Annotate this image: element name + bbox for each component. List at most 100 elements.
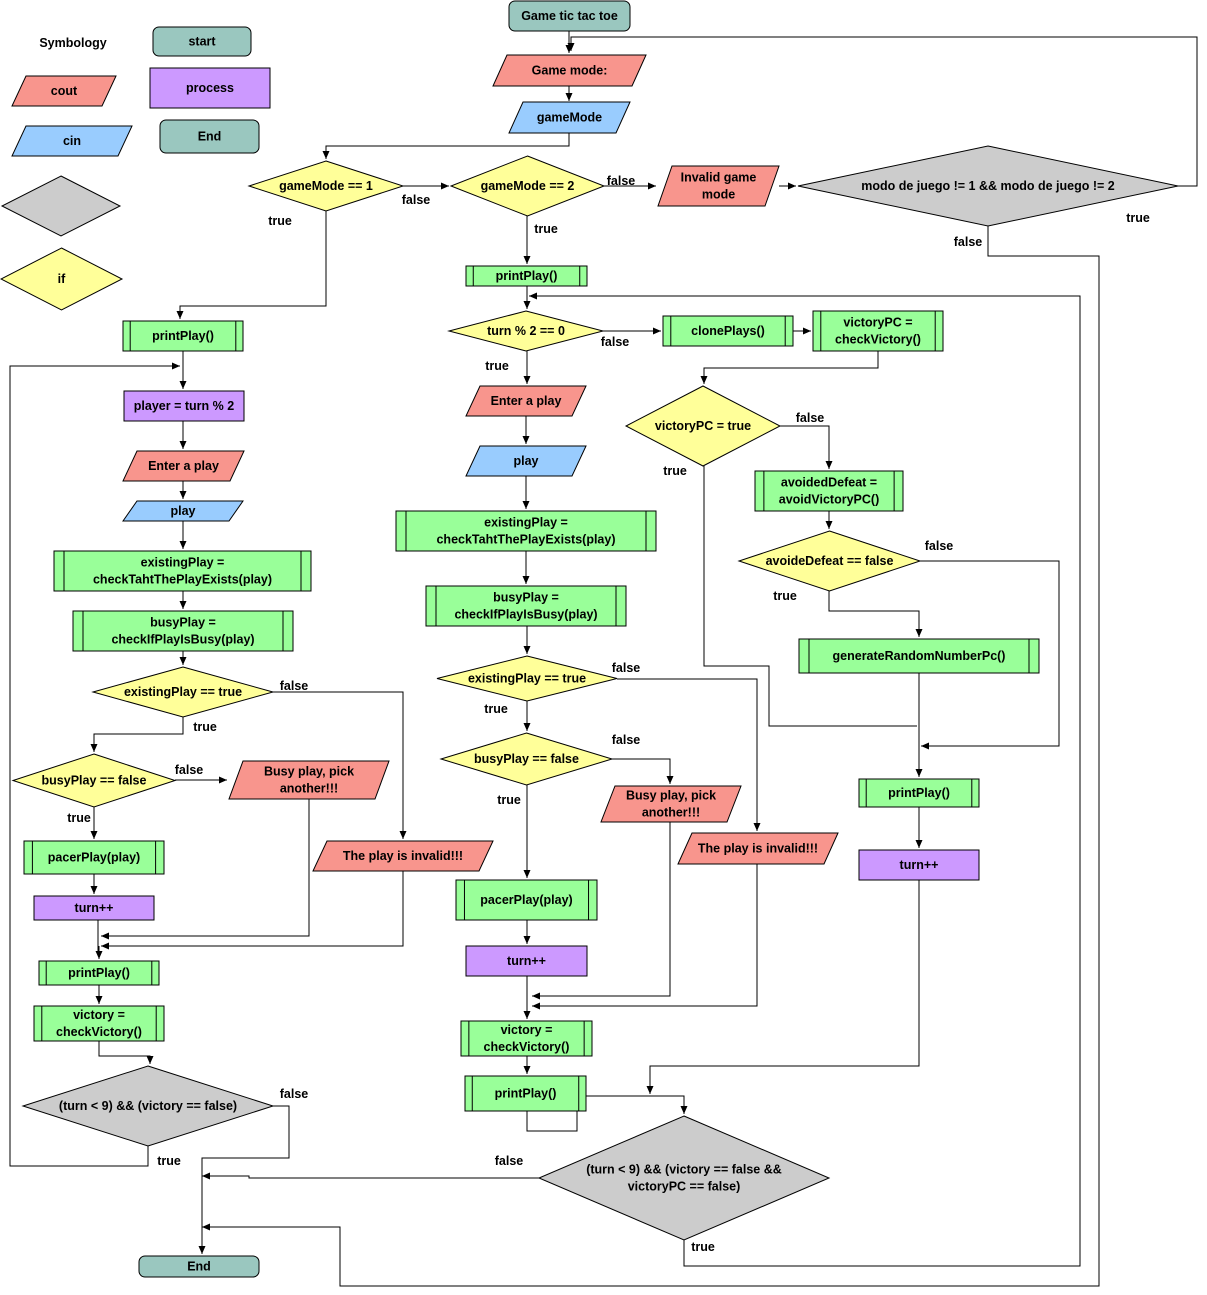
connector-9 (176, 211, 327, 319)
invalid-mode-output-text: Invalid game (681, 171, 757, 185)
left-player-assign-text: player = turn % 2 (134, 399, 234, 413)
left-print-play-2: printPlay() (38, 960, 160, 986)
mid-busy-decision: busyPlay == false (439, 732, 614, 786)
game-mode-output: Game mode: (492, 54, 647, 87)
left-busy-decision-text: busyPlay == false (42, 774, 147, 788)
connector-18 (920, 560, 1060, 750)
legend-if-text: if (58, 272, 66, 286)
mode-loop-condition-text: modo de juego != 1 && modo de juego != 2 (861, 179, 1115, 193)
#cccccc (0, 175, 122, 237)
mid-play-input-text: play (513, 454, 538, 468)
connector-37 (526, 1095, 688, 1132)
legend-process: process (149, 67, 271, 109)
mid-enter-play-text: Enter a play (491, 394, 562, 408)
edge-label-mode-loop-false: false (954, 235, 983, 249)
pc-print-play-text: printPlay() (888, 786, 950, 800)
legend-process-text: process (186, 81, 234, 95)
left-turn-increment: turn++ (33, 895, 155, 921)
edge-label-r-victory-if-false: false (796, 411, 825, 425)
left-invalid-message: The play is invalid!!! (312, 840, 494, 872)
edge-label-m-loop-false: false (495, 1154, 524, 1168)
connector-7 (567, 36, 1198, 187)
left-existing-decision: existingPlay == true (91, 666, 275, 718)
connector-56 (98, 1041, 154, 1064)
mid-print-play-text: printPlay() (496, 269, 558, 283)
game-mode-output-text: Game mode: (532, 64, 608, 78)
legend-end-text: End (198, 130, 222, 144)
connector-19 (828, 591, 923, 637)
connector-51 (94, 919, 99, 955)
mid-loop-condition-text: (turn < 9) && (victory == false && (586, 1163, 782, 1177)
left-victory-check: victory =checkVictory() (33, 1005, 165, 1042)
legend-cin-text: cin (63, 134, 81, 148)
edge-label-r-victory-if-true: true (663, 464, 687, 478)
connector-53 (101, 871, 404, 950)
pc-victory-decision-text: victoryPC = true (655, 419, 751, 433)
left-busy-play-text: checkIfPlayIsBusy(play) (111, 633, 254, 647)
edge-label-mode-loop-true: true (1126, 211, 1150, 225)
edge-label-gm1-true: true (268, 214, 292, 228)
mid-busy-play-text: checkIfPlayIsBusy(play) (454, 608, 597, 622)
connector-15 (780, 425, 833, 469)
pc-turn-increment-text: turn++ (900, 858, 939, 872)
legend-start-text: start (188, 35, 216, 49)
game-mode-input-text: gameMode (537, 111, 602, 125)
connector-57 (9, 362, 180, 1167)
end-terminator: End (138, 1255, 260, 1278)
connector-39 (529, 292, 1081, 1267)
left-existing-decision-text: existingPlay == true (124, 685, 242, 699)
left-busy-decision: busyPlay == false (11, 753, 177, 808)
left-existing-play-text: checkTahtThePlayExists(play) (93, 573, 272, 587)
edge-label-l-exist-false: false (280, 679, 309, 693)
edge-label-l-busy-true: true (67, 811, 91, 825)
connector-58 (198, 1105, 290, 1254)
edge-labels: true false false true true false true false true… (67, 174, 1150, 1254)
mid-busy-message: Busy play, pick another!!! (600, 785, 742, 823)
left-existing-play-text: existingPlay = (141, 556, 225, 570)
edge-label-turn-if-true: true (485, 359, 509, 373)
edge-label-l-exist-true: true (193, 720, 217, 734)
left-victory-check-text: checkVictory() (56, 1025, 142, 1039)
mid-invalid-message-text: The play is invalid!!! (698, 842, 818, 856)
mid-turn-decision-text: turn % 2 == 0 (487, 324, 565, 338)
connector-14 (700, 351, 879, 384)
pc-victory-check-text: victoryPC = (843, 316, 912, 330)
left-play-input: play (122, 500, 244, 522)
gamemode-2-decision: gameMode == 2 (449, 155, 606, 217)
legend-start: start (152, 26, 252, 57)
pc-avoid-defeat-text: avoidedDefeat = (781, 476, 877, 490)
left-turn-increment-text: turn++ (75, 901, 114, 915)
mid-existing-play: existingPlay =checkTahtThePlayExists(pla… (395, 510, 657, 552)
left-loop-condition-text: (turn < 9) && (victory == false) (59, 1099, 237, 1113)
connector-47 (90, 717, 184, 752)
left-busy-play: busyPlay =checkIfPlayIsBusy(play) (72, 610, 294, 652)
mid-turn-increment: turn++ (465, 945, 588, 977)
pc-avoid-decision: avoideDefeat == false (737, 530, 922, 592)
pc-clone-plays: clonePlays() (662, 315, 794, 347)
mid-busy-message-text: another!!! (642, 806, 700, 820)
connector-52 (101, 799, 310, 940)
mid-victory-check-text: checkVictory() (484, 1040, 570, 1054)
mid-pacer-play-text: pacerPlay(play) (480, 893, 572, 907)
connector-8 (202, 226, 1100, 1287)
connector-22 (646, 880, 920, 1094)
start-terminator: Game tic tac toe (508, 0, 631, 32)
edge-label-r-avoid-if-true: true (773, 589, 797, 603)
legend-title: Symbology (39, 36, 106, 50)
pc-avoid-defeat: avoidedDefeat =avoidVictoryPC() (754, 470, 904, 512)
mid-existing-play-text: existingPlay = (484, 516, 568, 530)
left-pacer-play: pacerPlay(play) (23, 840, 165, 875)
mid-existing-decision: existingPlay == true (436, 655, 618, 702)
edge-label-gm2-true: true (534, 222, 558, 236)
mid-enter-play: Enter a play (465, 385, 587, 417)
left-invalid-message-text: The play is invalid!!! (343, 849, 463, 863)
left-existing-play: existingPlay = checkTahtThePlayExists(pla… (53, 550, 312, 592)
edge-label-m-loop-true: true (691, 1240, 715, 1254)
mid-busy-message-text: Busy play, pick (626, 789, 716, 803)
legend-end: End (159, 119, 260, 154)
left-enter-play: Enter a play (122, 450, 245, 482)
mid-busy-play: busyPlay =checkIfPlayIsBusy(play) (425, 585, 627, 627)
mid-pacer-play: pacerPlay(play) (455, 879, 598, 921)
